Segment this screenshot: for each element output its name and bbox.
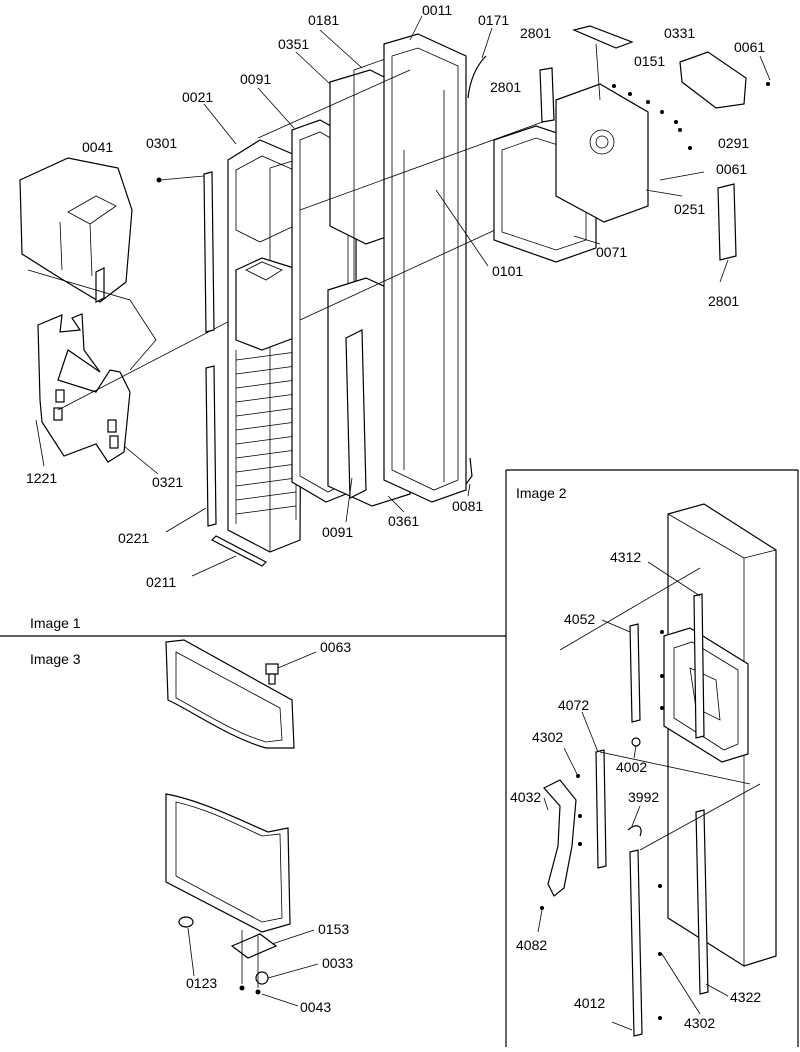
part-label: 0061 <box>716 161 747 177</box>
part-label: 0021 <box>182 89 213 105</box>
part-0251-fan-cover <box>555 83 649 223</box>
part-label: 0181 <box>308 12 339 28</box>
part-label: 4002 <box>616 759 647 775</box>
panel-label-image3: Image 3 <box>30 651 81 667</box>
image2-leaders <box>537 561 729 1031</box>
image3-upper-shroud <box>165 639 295 749</box>
part-0331-housing <box>679 51 747 109</box>
panel-label-image2: Image 2 <box>516 485 567 501</box>
part-label: 4032 <box>510 789 541 805</box>
part-4322-trim <box>695 809 709 995</box>
part-label: 0033 <box>322 955 353 971</box>
part-label: 0361 <box>388 513 419 529</box>
part-label: 0101 <box>492 263 523 279</box>
part-3992-clip <box>627 825 642 837</box>
image3-leaders <box>187 651 319 1007</box>
part-0171-tube <box>467 55 487 99</box>
part-0301-strip <box>156 171 215 333</box>
part-4072-trim <box>595 749 607 869</box>
part-label: 4302 <box>684 1015 715 1031</box>
part-label: 0211 <box>146 574 176 590</box>
part-label: 3992 <box>628 789 659 805</box>
part-label: 0153 <box>318 921 349 937</box>
part-label: 2801 <box>490 79 521 95</box>
part-4052-trim <box>629 623 641 723</box>
part-0123-grommet <box>178 916 194 928</box>
part-2801-top <box>572 25 634 49</box>
part-label: 2801 <box>520 25 551 41</box>
part-label: 4052 <box>564 611 595 627</box>
part-labels-image1: 0011 0181 0351 0171 2801 0331 0061 0151 … <box>26 2 765 590</box>
image1-drawing <box>19 25 770 567</box>
part-2801-right <box>717 183 737 261</box>
part-0063-bolt <box>265 663 279 685</box>
part-label: 0221 <box>118 530 149 546</box>
part-label: 0091 <box>322 524 353 540</box>
part-label: 2801 <box>708 293 739 309</box>
part-0043-screw <box>255 989 261 995</box>
part-label: 4082 <box>516 937 547 953</box>
part-label: 4322 <box>730 989 761 1005</box>
part-labels-image3: 0063 0153 0123 0033 0043 <box>186 639 353 1015</box>
part-label: 0331 <box>664 25 695 41</box>
part-label: 0041 <box>82 139 113 155</box>
panel-dividers <box>0 469 799 1047</box>
part-label: 0171 <box>478 12 509 28</box>
part-label: 0351 <box>278 36 309 52</box>
part-label: 4302 <box>532 729 563 745</box>
part-label: 4312 <box>610 549 641 565</box>
part-label: 0251 <box>674 201 705 217</box>
part-0021-liner <box>227 139 303 553</box>
part-label: 0063 <box>320 639 351 655</box>
part-4002-nut <box>631 737 641 747</box>
part-label: 0123 <box>186 975 217 991</box>
part-2801-mid <box>539 67 555 123</box>
part-0011-case <box>383 33 467 503</box>
image2-drawing <box>540 503 777 1037</box>
panel-label-image1: Image 1 <box>30 615 81 631</box>
part-0041-housing <box>19 157 133 303</box>
part-0153-bracket <box>230 933 278 959</box>
screws-image2 <box>540 630 664 1020</box>
part-label: 0091 <box>240 71 271 87</box>
part-label: 0071 <box>596 244 627 260</box>
part-label: 0301 <box>146 135 177 151</box>
image1-leaders <box>35 15 771 577</box>
screws-image1 <box>612 82 770 150</box>
part-label: 0011 <box>422 2 452 18</box>
part-0081-clip <box>465 457 473 485</box>
dispenser-housing <box>663 627 749 763</box>
part-label: 0081 <box>452 498 483 514</box>
part-4312-trim <box>693 593 705 739</box>
part-0321-panel <box>37 313 131 463</box>
part-label: 0321 <box>152 474 183 490</box>
part-label: 1221 <box>26 470 57 486</box>
part-label: 0061 <box>734 39 765 55</box>
part-labels-image2: 4312 4052 4072 4302 4002 4032 3992 4082 … <box>510 549 761 1031</box>
part-4032-bracket <box>543 779 577 897</box>
part-label: 0043 <box>300 999 331 1015</box>
part-label: 4072 <box>558 697 589 713</box>
part-label: 0291 <box>718 135 749 151</box>
part-4012-trim <box>629 849 643 1037</box>
image3-drawing <box>165 639 295 995</box>
part-label: 0151 <box>634 53 665 69</box>
image3-lower-shroud <box>165 793 291 933</box>
part-label: 4012 <box>574 995 605 1011</box>
